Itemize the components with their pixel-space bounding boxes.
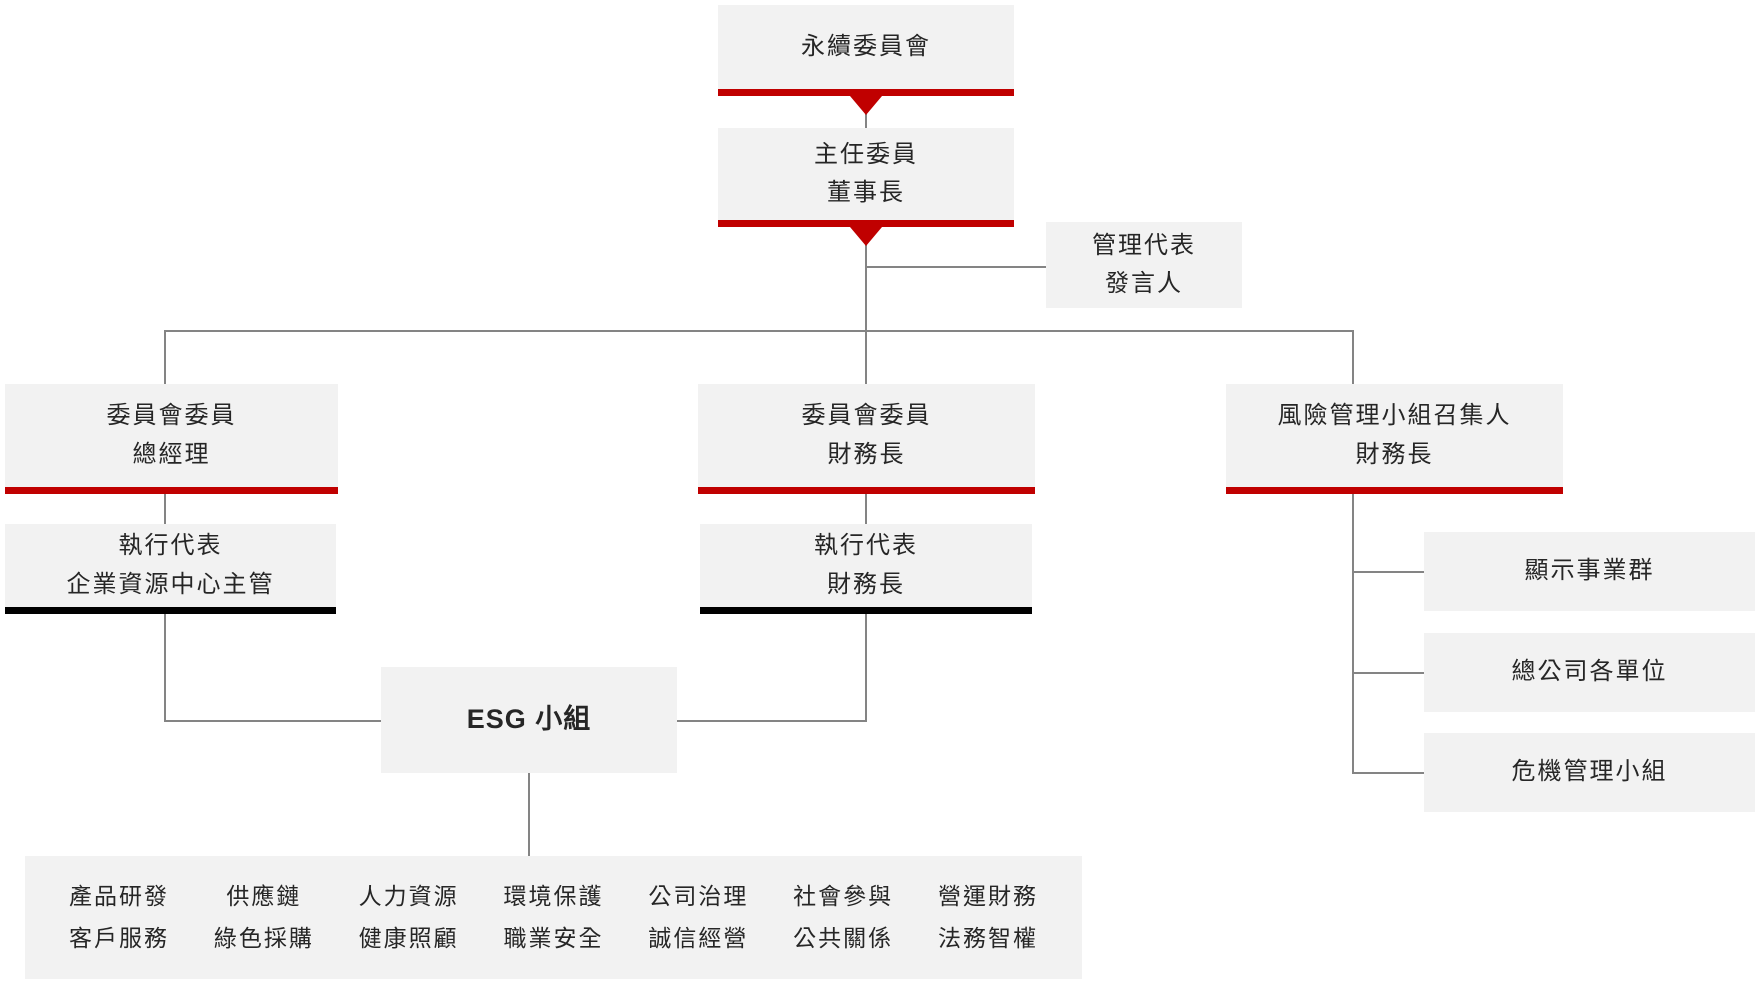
- node-committee-member-gm: 委員會委員 總經理: [5, 384, 338, 494]
- function-label: 供應鏈: [226, 883, 302, 910]
- connector-line: [1352, 672, 1424, 674]
- node-label: 執行代表: [118, 532, 223, 560]
- connector-line: [866, 266, 1046, 268]
- connector-line: [1352, 571, 1424, 573]
- node-sublabel: 發言人: [1105, 270, 1183, 297]
- node-executive-rep-erc: 執行代表 企業資源中心主管: [5, 524, 336, 614]
- function-label: 營運財務: [937, 883, 1038, 910]
- node-sublabel: 財務長: [827, 570, 905, 598]
- connector-line: [1352, 330, 1354, 384]
- function-label: 誠信經營: [648, 924, 749, 951]
- down-arrow-icon: [850, 96, 882, 115]
- function-label: 法務智權: [937, 924, 1038, 951]
- node-display-business-group: 顯示事業群: [1424, 532, 1755, 611]
- connector-line: [677, 720, 867, 722]
- function-column: 供應鏈 綠色採購: [214, 876, 314, 959]
- node-label: 委員會委員: [801, 402, 932, 430]
- function-label: 健康照顧: [358, 924, 459, 951]
- connector-line: [164, 330, 1354, 332]
- connector-line: [865, 614, 867, 722]
- connector-line: [865, 330, 867, 384]
- function-label: 環境保護: [503, 883, 604, 910]
- function-column: 公司治理 誠信經營: [648, 876, 748, 959]
- function-column: 產品研發 客戶服務: [69, 876, 169, 959]
- node-label: 管理代表: [1092, 231, 1196, 259]
- node-label: ESG 小組: [466, 704, 592, 735]
- node-label: 顯示事業群: [1524, 557, 1655, 585]
- function-label: 人力資源: [358, 883, 459, 910]
- node-sublabel: 企業資源中心主管: [66, 570, 275, 598]
- node-esg-team: ESG 小組: [381, 667, 677, 773]
- node-risk-team-convener: 風險管理小組召集人 財務長: [1226, 384, 1563, 494]
- connector-line: [164, 720, 381, 722]
- esg-functions-panel: 產品研發 客戶服務 供應鏈 綠色採購 人力資源 健康照顧 環境保護 職業安全 公…: [25, 856, 1082, 979]
- node-label: 總公司各單位: [1511, 658, 1668, 686]
- function-label: 公司治理: [648, 883, 749, 910]
- node-committee-member-cfo: 委員會委員 財務長: [698, 384, 1035, 494]
- node-label: 永續委員會: [801, 32, 931, 60]
- node-sublabel: 財務長: [827, 440, 906, 468]
- node-label: 風險管理小組召集人: [1277, 402, 1512, 430]
- function-label: 產品研發: [69, 883, 169, 910]
- node-management-representative: 管理代表 發言人: [1046, 222, 1242, 308]
- node-label: 委員會委員: [106, 402, 237, 430]
- connector-line: [528, 773, 530, 856]
- connector-line: [865, 494, 867, 524]
- function-column: 社會參與 公共關係: [793, 876, 893, 959]
- connector-line: [164, 330, 166, 384]
- function-label: 職業安全: [503, 924, 604, 951]
- connector-line: [865, 227, 867, 330]
- node-sublabel: 董事長: [827, 179, 905, 206]
- node-hq-units: 總公司各單位: [1424, 633, 1755, 712]
- node-chief-commissioner: 主任委員 董事長: [718, 128, 1014, 227]
- node-crisis-management-team: 危機管理小組: [1424, 733, 1755, 812]
- connector-line: [164, 614, 166, 722]
- function-column: 人力資源 健康照顧: [359, 876, 459, 959]
- connector-line: [1352, 772, 1424, 774]
- function-label: 客戶服務: [69, 924, 169, 951]
- node-label: 主任委員: [814, 140, 918, 168]
- function-label: 公共關係: [793, 924, 894, 951]
- node-sublabel: 財務長: [1355, 440, 1434, 468]
- connector-line: [1352, 494, 1354, 774]
- function-label: 綠色採購: [213, 924, 314, 951]
- node-executive-rep-cfo: 執行代表 財務長: [700, 524, 1032, 614]
- function-column: 營運財務 法務智權: [938, 876, 1038, 959]
- node-sublabel: 總經理: [132, 440, 211, 468]
- down-arrow-icon: [850, 227, 882, 246]
- connector-line: [164, 494, 166, 524]
- function-column: 環境保護 職業安全: [503, 876, 603, 959]
- function-label: 社會參與: [793, 883, 894, 910]
- node-label: 危機管理小組: [1511, 758, 1668, 786]
- node-sustainability-committee: 永續委員會: [718, 5, 1014, 96]
- node-label: 執行代表: [814, 532, 918, 560]
